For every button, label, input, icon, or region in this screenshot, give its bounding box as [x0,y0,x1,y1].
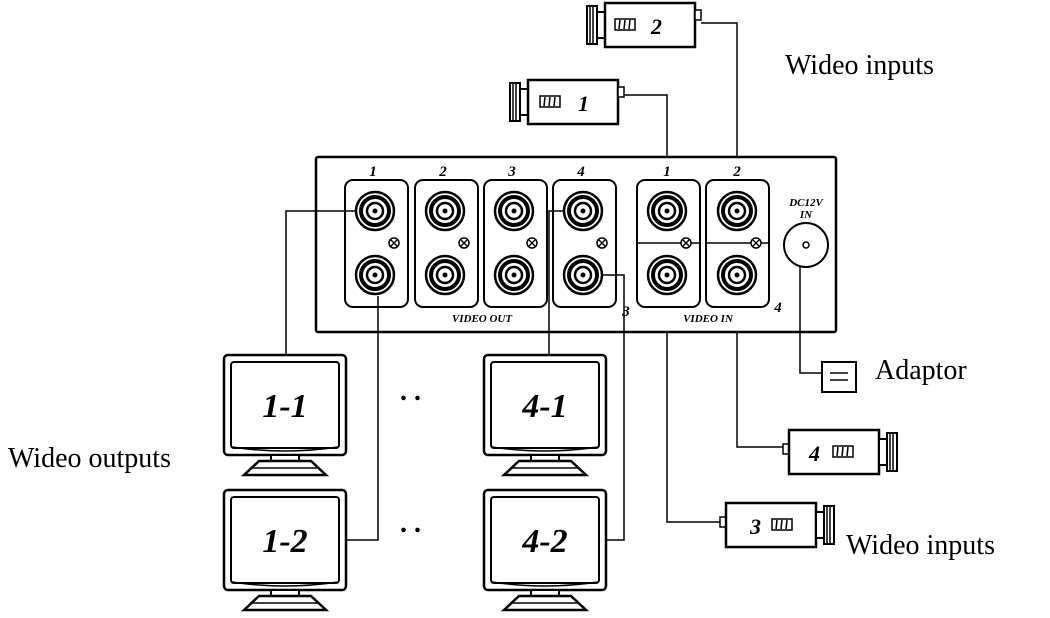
camera-grip-icon [771,518,793,531]
out-number-1: 1 [369,164,377,180]
camera-1: 1 [508,78,626,126]
screw-icon [680,237,692,249]
in-number-3: 3 [621,304,630,320]
monitor-4-2: 4-2 [482,488,608,612]
camera-1-number: 1 [578,91,589,116]
bnc-in-2-icon [716,190,758,232]
camera-grip-icon [614,18,636,31]
camera-4-number: 4 [808,441,820,466]
monitor-4-1-label: 4-1 [521,388,567,425]
bnc-in-3-icon [646,254,688,296]
in-number-4: 4 [773,300,782,316]
screw-icon [526,237,538,249]
wires [285,22,822,541]
camera-2-number: 2 [650,14,662,39]
screw-icon [750,237,762,249]
camera-4: 4 [781,428,899,476]
screw-icon [388,237,400,249]
dc-label-line1: DC12V [788,197,824,209]
monitor-4-1: 4-1 [482,353,608,477]
bnc-out-2a-icon [424,190,466,232]
ellipsis-top: . . [400,376,421,407]
bnc-in-1-icon [646,190,688,232]
ellipsis-bottom: . . [400,508,421,539]
out-number-3: 3 [507,164,516,180]
video-in-label: VIDEO IN [683,313,734,325]
bnc-out-4a-icon [562,190,604,232]
bnc-out-1b-icon [354,254,396,296]
bnc-out-3b-icon [493,254,535,296]
monitor-1-1-label: 1-1 [262,388,307,425]
device-panel: 1 2 3 4 1 2 3 4 VIDEO OUT VIDEO IN DC12V… [314,155,838,334]
camera-3-number: 3 [749,514,761,539]
wideo-inputs-bottom-label: Wideo inputs [846,530,995,561]
out-number-4: 4 [576,164,585,180]
camera-grip-icon [832,445,854,458]
adaptor-icon [821,361,857,393]
in-number-2: 2 [732,164,741,180]
bnc-in-4-icon [716,254,758,296]
monitor-4-2-label: 4-2 [521,523,567,560]
bnc-out-2b-icon [424,254,466,296]
screw-icon [596,237,608,249]
adaptor-label: Adaptor [875,355,967,386]
in-number-1: 1 [663,164,671,180]
screw-icon [458,237,470,249]
bnc-out-3a-icon [493,190,535,232]
wideo-outputs-label: Wideo outputs [8,443,171,474]
bnc-out-1a-icon [354,190,396,232]
wideo-inputs-top-label: Wideo inputs [785,50,934,81]
monitor-1-2-label: 1-2 [262,523,307,560]
bnc-out-4b-icon [562,254,604,296]
video-out-label: VIDEO OUT [452,313,513,325]
monitor-1-2: 1-2 [222,488,348,612]
camera-2: 2 [585,1,703,49]
out-number-2: 2 [438,164,447,180]
camera-grip-icon [539,95,561,108]
monitor-1-1: 1-1 [222,353,348,477]
dc-label-line2: IN [799,209,813,221]
camera-3: 3 [718,501,836,549]
